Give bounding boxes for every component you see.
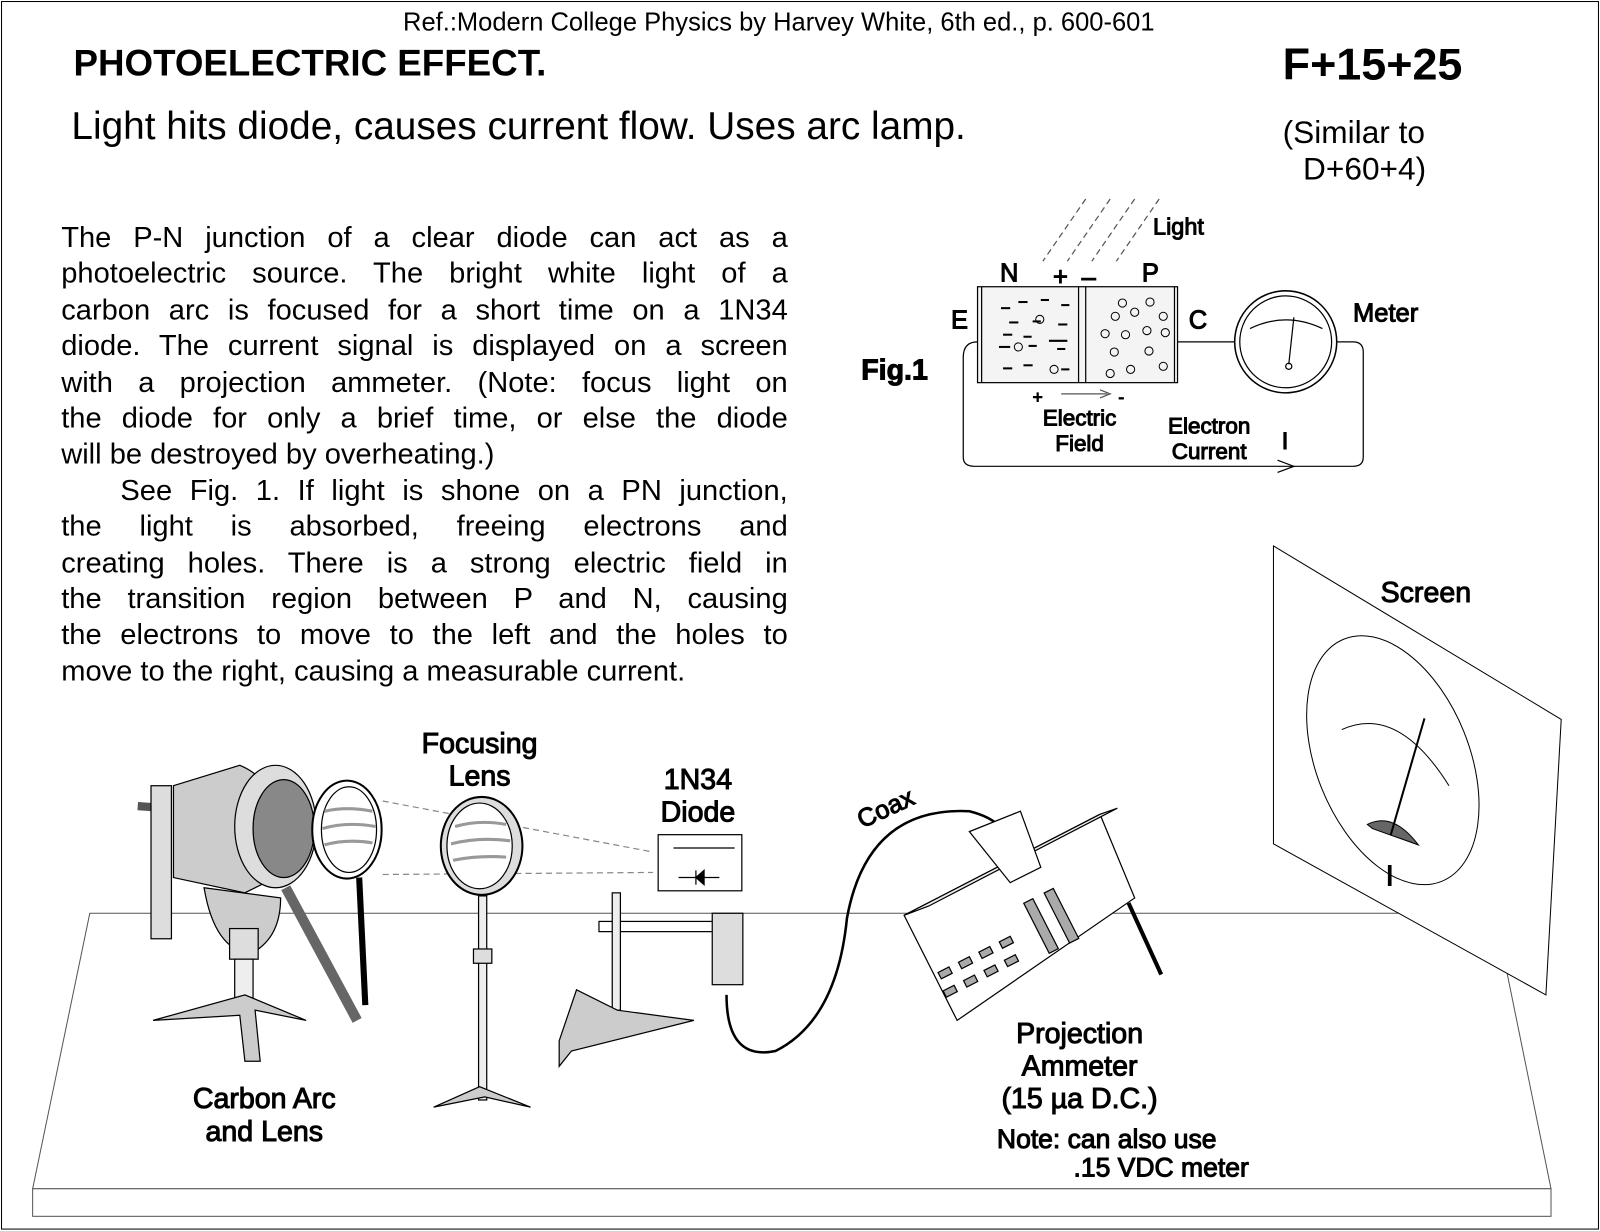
note-line-2: .15 VDC meter — [1073, 1153, 1249, 1183]
carbon-arc-lamp — [137, 764, 383, 1062]
holes — [1013, 297, 1170, 379]
current-arrow — [1277, 459, 1296, 474]
paragraph2-line: See Fig. 1. If light is shone on a PN ju… — [120, 474, 788, 507]
ammeter-label-3: (15 µa D.C.) — [1002, 1083, 1158, 1115]
paragraph2-line: the light is absorbed, freeing electrons… — [61, 510, 788, 543]
description: The P-N junction of a clear diode can ac… — [61, 220, 788, 689]
similar-note-2: D+60+4) — [1303, 151, 1427, 187]
paragraph2-line: the electrons to move to the left and th… — [61, 618, 788, 652]
electrons — [998, 298, 1070, 371]
reference: Ref.:Modern College Physics by Harvey Wh… — [403, 8, 1155, 37]
projection-screen — [1272, 545, 1562, 996]
projection-ammeter — [903, 807, 1164, 1022]
paragraph1-line: photoelectric source. The bright white l… — [61, 257, 788, 291]
carbon-arc-label-1: Carbon Arc — [193, 1083, 336, 1115]
fig1-light-label: Light — [1153, 214, 1204, 240]
paragraph2-line: the transition region between P and N, c… — [61, 582, 788, 616]
paragraph1-line: diode. The current signal is displayed o… — [61, 329, 788, 363]
paragraph2-line: creating holes. There is a strong electr… — [61, 546, 788, 580]
coax-cable — [725, 809, 1001, 1054]
table — [32, 912, 1552, 1217]
focusing-lens-label-1: Focusing — [422, 728, 538, 760]
light-rays — [1042, 198, 1160, 262]
focusing-lens — [382, 795, 654, 1108]
electric-field-label-1: Electric — [1043, 406, 1117, 431]
paragraph1-line: with a projection ammeter. (Note: focus … — [61, 365, 788, 399]
note-line-1: Note: can also use — [997, 1124, 1217, 1154]
fig1-current-symbol: I — [1282, 428, 1289, 455]
carbon-arc-label-2: and Lens — [206, 1116, 324, 1148]
diode-label-2: Diode — [661, 796, 736, 828]
subtitle: Light hits diode, causes current flow. U… — [71, 105, 966, 148]
screen-label: Screen — [1381, 577, 1471, 609]
fig1-label: Fig.1 — [861, 355, 928, 387]
coax-label: Coax — [853, 783, 919, 834]
fig1-e-label: E — [951, 307, 968, 335]
field-plus: + — [1033, 387, 1043, 407]
electric-field-label-2: Field — [1055, 431, 1104, 456]
ammeter-label-2: Ammeter — [1022, 1051, 1138, 1083]
demo-code: F+15+25 — [1282, 39, 1463, 90]
fig1-plus-label: + — [1053, 264, 1068, 292]
paragraph1-line: the diode for only a brief time, or else… — [61, 401, 788, 435]
paragraph1-line: The P-N junction of a clear diode can ac… — [61, 221, 788, 255]
screen-current-symbol: I — [1386, 861, 1394, 893]
field-minus: - — [1118, 387, 1124, 407]
paragraph2-line: move to the right, causing a measurable … — [61, 654, 686, 688]
paragraph1-line: carbon arc is focused for a short time o… — [61, 293, 788, 327]
fig1-meter-label: Meter — [1353, 299, 1419, 327]
electron-current-label-2: Current — [1172, 439, 1248, 464]
paragraph1-line: will be destroyed by overheating.) — [61, 438, 495, 471]
ammeter-label-1: Projection — [1016, 1018, 1143, 1050]
meter-icon — [1233, 290, 1338, 394]
focusing-lens-label-2: Lens — [449, 761, 511, 793]
diode-stand — [558, 809, 1001, 1069]
electron-current-label-1: Electron — [1168, 414, 1250, 439]
page-title: PHOTOELECTRIC EFFECT. — [73, 41, 547, 84]
fig1-c-label: C — [1189, 307, 1207, 335]
similar-note-1: (Similar to — [1282, 114, 1426, 150]
diode-label-1: 1N34 — [664, 764, 732, 796]
fig1-minus-label: – — [1082, 264, 1097, 292]
fig1-diagram — [962, 198, 1364, 474]
circuit-wire — [962, 341, 1364, 467]
fig1-p-label: P — [1142, 260, 1159, 288]
fig1-n-label: N — [1000, 260, 1018, 288]
